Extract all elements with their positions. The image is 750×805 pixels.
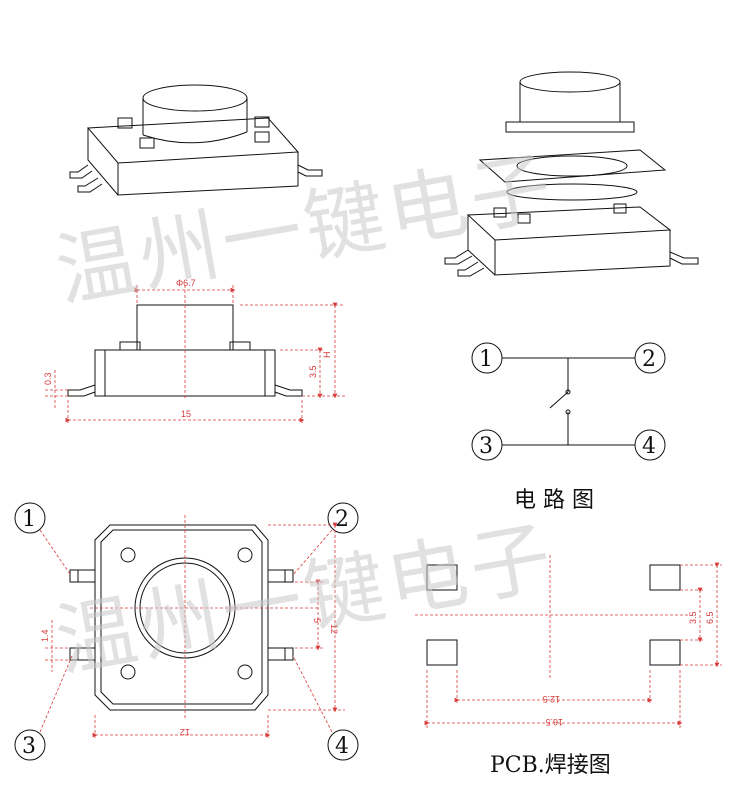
dim-pad-outer: 6.5: [705, 611, 715, 624]
top-pin-1: 1: [22, 507, 36, 532]
dim-inner-pitch: 12.5: [542, 694, 560, 704]
dim-pin-width: 1.4: [40, 629, 50, 642]
pcb-title: PCB.焊接图: [490, 753, 611, 778]
top-pin-2: 2: [335, 507, 349, 532]
pcb-footprint: 3.5 6.5 12.5 16.5 PCB.焊接图: [415, 555, 722, 778]
dim-pad-spacing: 3.5: [688, 611, 698, 624]
dim-total-height: H: [322, 352, 332, 359]
dim-height: 12: [329, 624, 339, 634]
dim-pin-thickness: 0.3: [43, 372, 53, 385]
watermark-top: 温州一键电子: [49, 140, 561, 319]
side-view: Φ6.7 H 3.5 0.3 15: [43, 278, 345, 425]
circuit-title: 电 路 图: [514, 488, 594, 513]
top-view: 1 2 3 4 1.4 5 12 12: [14, 502, 359, 761]
dim-width: 12: [180, 727, 190, 737]
top-pin-4: 4: [335, 734, 349, 759]
dim-button-diameter: Φ6.7: [176, 278, 196, 288]
circuit-pin-1: 1: [479, 347, 493, 372]
circuit-pin-3: 3: [479, 434, 493, 459]
dim-body-height: 3.5: [308, 365, 318, 378]
exploded-switch-view: [444, 71, 699, 277]
circuit-diagram: 1 2 3 4 电 路 图: [471, 342, 666, 513]
dim-inner: 5: [312, 618, 322, 623]
3d-switch-view: [69, 84, 323, 196]
circuit-pin-2: 2: [642, 347, 656, 372]
dim-outer: 16.5: [545, 717, 563, 727]
watermark-bottom: 温州一键电子: [49, 510, 561, 689]
dim-span: 15: [181, 409, 191, 419]
top-pin-3: 3: [22, 734, 36, 759]
circuit-pin-4: 4: [642, 434, 656, 459]
